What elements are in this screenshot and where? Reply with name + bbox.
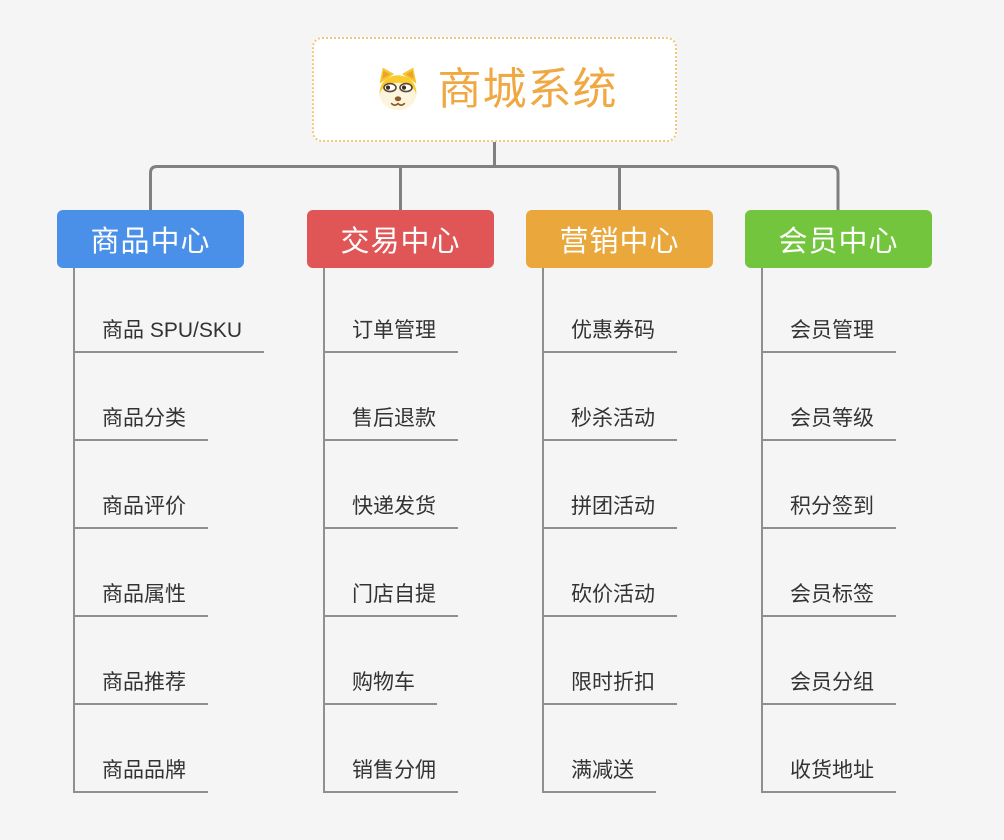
leaf-label: 快递发货 [325,490,458,529]
leaf-label: 门店自提 [325,578,458,617]
leaf-label: 会员标签 [763,578,896,617]
leaf-label: 会员等级 [763,402,896,441]
leaf-label: 商品分类 [75,402,208,441]
leaf-node[interactable]: 售后退款 [325,353,458,441]
leaf-node[interactable]: 秒杀活动 [544,353,677,441]
leaf-node[interactable]: 商品品牌 [75,705,264,793]
branch-node-product-center[interactable]: 商品中心 [57,210,244,268]
leaf-label: 满减送 [544,754,656,793]
leaf-node[interactable]: 商品分类 [75,353,264,441]
leaf-node[interactable]: 会员等级 [763,353,896,441]
branch-children: 商品 SPU/SKU 商品分类 商品评价 商品属性 商品推荐 商品品牌 [73,268,265,793]
leaf-label: 购物车 [325,666,437,705]
branch-children: 会员管理 会员等级 积分签到 会员标签 会员分组 收货地址 [761,268,896,793]
leaf-node[interactable]: 会员分组 [763,617,896,705]
leaf-node[interactable]: 商品评价 [75,441,264,529]
branch-node-marketing-center[interactable]: 营销中心 [526,210,713,268]
leaf-label: 商品评价 [75,490,208,529]
branch-trade-center: 交易中心 订单管理 售后退款 快递发货 门店自提 购物车 销售分佣 [307,210,494,793]
leaf-label: 售后退款 [325,402,458,441]
leaf-node[interactable]: 会员管理 [763,268,896,353]
leaf-node[interactable]: 收货地址 [763,705,896,793]
leaf-label: 砍价活动 [544,578,677,617]
leaf-label: 商品品牌 [75,754,208,793]
leaf-label: 商品推荐 [75,666,208,705]
root-title: 商城系统 [437,64,618,114]
leaf-node[interactable]: 砍价活动 [544,529,677,617]
leaf-node[interactable]: 优惠券码 [544,268,677,353]
dog-face-icon [379,67,416,110]
leaf-label: 商品属性 [75,578,208,617]
leaf-node[interactable]: 快递发货 [325,441,458,529]
leaf-label: 限时折扣 [544,666,677,705]
leaf-node[interactable]: 购物车 [325,617,458,705]
leaf-label: 订单管理 [325,314,458,353]
branch-marketing-center: 营销中心 优惠券码 秒杀活动 拼团活动 砍价活动 限时折扣 满减送 [526,210,713,793]
branch-node-member-center[interactable]: 会员中心 [745,210,932,268]
root-node-mall-system[interactable]: 商城系统 [312,37,677,142]
leaf-label: 收货地址 [763,754,896,793]
branch-children: 订单管理 售后退款 快递发货 门店自提 购物车 销售分佣 [323,268,458,793]
leaf-node[interactable]: 订单管理 [325,268,458,353]
leaf-label: 积分签到 [763,490,896,529]
leaf-label: 拼团活动 [544,490,677,529]
leaf-label: 会员分组 [763,666,896,705]
branch-children: 优惠券码 秒杀活动 拼团活动 砍价活动 限时折扣 满减送 [542,268,677,793]
leaf-node[interactable]: 门店自提 [325,529,458,617]
leaf-node[interactable]: 销售分佣 [325,705,458,793]
leaf-node[interactable]: 商品 SPU/SKU [75,268,265,353]
leaf-label: 优惠券码 [544,314,677,353]
branch-node-trade-center[interactable]: 交易中心 [307,210,494,268]
leaf-node[interactable]: 满减送 [544,705,677,793]
leaf-node[interactable]: 商品推荐 [75,617,264,705]
leaf-node[interactable]: 积分签到 [763,441,896,529]
leaf-node[interactable]: 商品属性 [75,529,264,617]
leaf-node[interactable]: 拼团活动 [544,441,677,529]
branch-member-center: 会员中心 会员管理 会员等级 积分签到 会员标签 会员分组 收货地址 [745,210,932,793]
leaf-label: 会员管理 [763,314,896,353]
leaf-label: 秒杀活动 [544,402,677,441]
leaf-label: 商品 SPU/SKU [75,314,265,353]
leaf-node[interactable]: 限时折扣 [544,617,677,705]
branch-product-center: 商品中心 商品 SPU/SKU 商品分类 商品评价 商品属性 商品推荐 商品品牌 [57,210,265,793]
leaf-node[interactable]: 会员标签 [763,529,896,617]
leaf-label: 销售分佣 [325,754,458,793]
